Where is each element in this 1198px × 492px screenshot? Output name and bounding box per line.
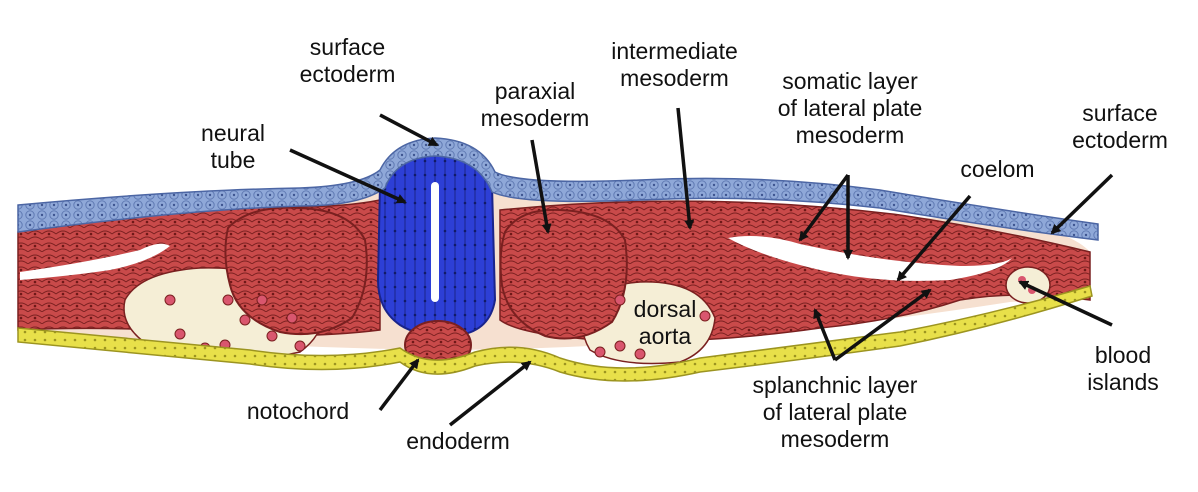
surface-ectoderm	[17, 137, 1099, 241]
paraxial-mesoderm-somite	[499, 208, 628, 340]
label-endoderm: endoderm	[406, 428, 510, 454]
coelom-right	[728, 236, 1012, 281]
label-arrows	[289, 107, 1114, 427]
coelom-left	[20, 243, 170, 280]
label-notochord: notochord	[246, 398, 350, 424]
endoderm-layer	[17, 285, 1093, 382]
neural-canal	[431, 182, 439, 302]
label-coelom: coelom	[960, 156, 1035, 182]
